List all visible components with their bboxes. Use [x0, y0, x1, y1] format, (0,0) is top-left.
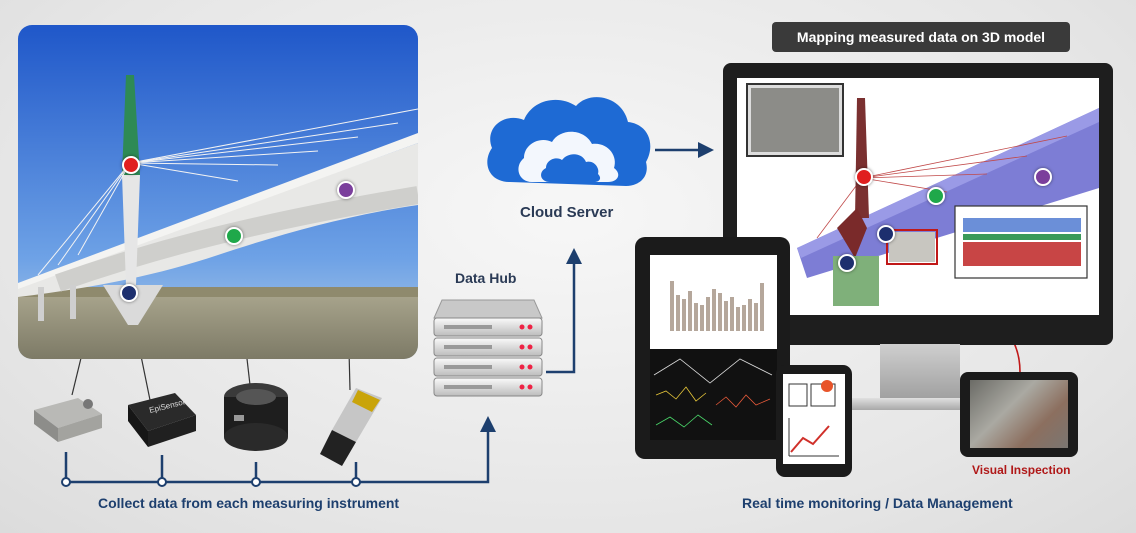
marker-navy [120, 284, 138, 302]
monitor-stand [880, 344, 960, 400]
cloud-server-label: Cloud Server [520, 204, 614, 221]
monitor-marker-purple [1034, 168, 1052, 186]
monitor-screen [737, 78, 1099, 315]
visual-inspection-screen [970, 380, 1068, 448]
monitoring-label: Real time monitoring / Data Management [742, 495, 1013, 511]
marker-green [225, 227, 243, 245]
instrument-accelerometer [34, 398, 102, 442]
marker-purple [337, 181, 355, 199]
tablet-screen [650, 255, 777, 440]
instrument-displacement-sensor [320, 388, 382, 466]
server-rack-icon [433, 299, 543, 397]
marker-red [122, 156, 140, 174]
bridge-photo [18, 25, 418, 359]
monitor-marker-red [855, 168, 873, 186]
collect-data-label: Collect data from each measuring instrum… [98, 495, 400, 511]
monitor-marker-navy-1 [877, 225, 895, 243]
cloud-icon [487, 97, 651, 186]
monitor-marker-navy-2 [838, 254, 856, 272]
monitor-marker-green [927, 187, 945, 205]
instrument-seismometer [224, 383, 288, 451]
data-hub-label: Data Hub [455, 270, 517, 286]
phone-screen [783, 374, 845, 464]
visual-inspection-label: Visual Inspection [972, 463, 1071, 477]
trend-chart-icon [790, 425, 830, 453]
location-pin-icon [821, 380, 833, 392]
instrument-episensor: EpiSensor [128, 393, 196, 447]
mapping-badge: Mapping measured data on 3D model [772, 22, 1070, 52]
